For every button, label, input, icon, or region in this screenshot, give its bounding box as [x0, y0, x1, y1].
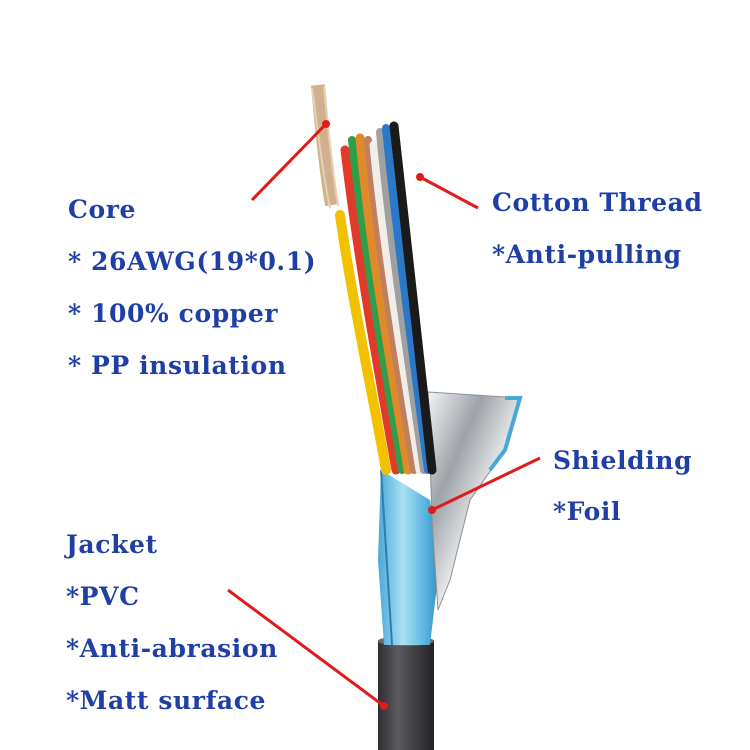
core-wire-red: [340, 145, 401, 475]
cable-jacket: [378, 640, 434, 750]
shielding-spec: *Foil: [553, 497, 622, 526]
shielding-title: Shielding: [553, 446, 693, 475]
shield-wrap: [378, 470, 440, 645]
jacket-title: Jacket: [66, 530, 158, 559]
jacket-spec-abrasion: *Anti-abrasion: [66, 634, 278, 663]
core-wire-orange: [355, 133, 413, 475]
leader-dot-cotton-thread: [416, 173, 424, 181]
core-spec-insulation: * PP insulation: [68, 351, 287, 380]
leader-line-core: [250, 122, 328, 202]
foil-shield-blue-edge: [488, 396, 523, 472]
core-wire-grey: [376, 128, 428, 474]
core-wires: [335, 121, 437, 475]
core-wire-white: [369, 140, 425, 475]
core-spec-copper: * 100% copper: [68, 299, 279, 328]
leader-line-shielding: [431, 456, 541, 512]
core-wire-green: [348, 136, 406, 474]
shield-wrap-edge: [380, 469, 393, 646]
drain-wire-strands: [311, 85, 339, 209]
leader-lines: [227, 120, 541, 710]
core-title: Core: [68, 195, 137, 224]
leader-dot-shielding: [428, 506, 436, 514]
leader-dot-jacket: [380, 702, 388, 710]
leader-line-jacket: [227, 588, 385, 708]
core-wire-black: [389, 121, 437, 475]
core-spec-awg: * 26AWG(19*0.1): [68, 247, 317, 276]
core-wire-yellow: [335, 210, 391, 475]
leader-line-cotton-thread: [419, 175, 479, 210]
jacket-spec-surface: *Matt surface: [66, 686, 267, 715]
core-wire-blue: [382, 124, 432, 474]
leader-dot-core: [322, 120, 330, 128]
core-wire-brown: [364, 136, 418, 474]
cotton-thread-spec: *Anti-pulling: [492, 240, 682, 269]
cotton-thread-title: Cotton Thread: [492, 188, 703, 217]
jacket-spec-material: *PVC: [66, 582, 140, 611]
foil-shield: [427, 391, 521, 611]
drain-wire: [311, 84, 339, 207]
